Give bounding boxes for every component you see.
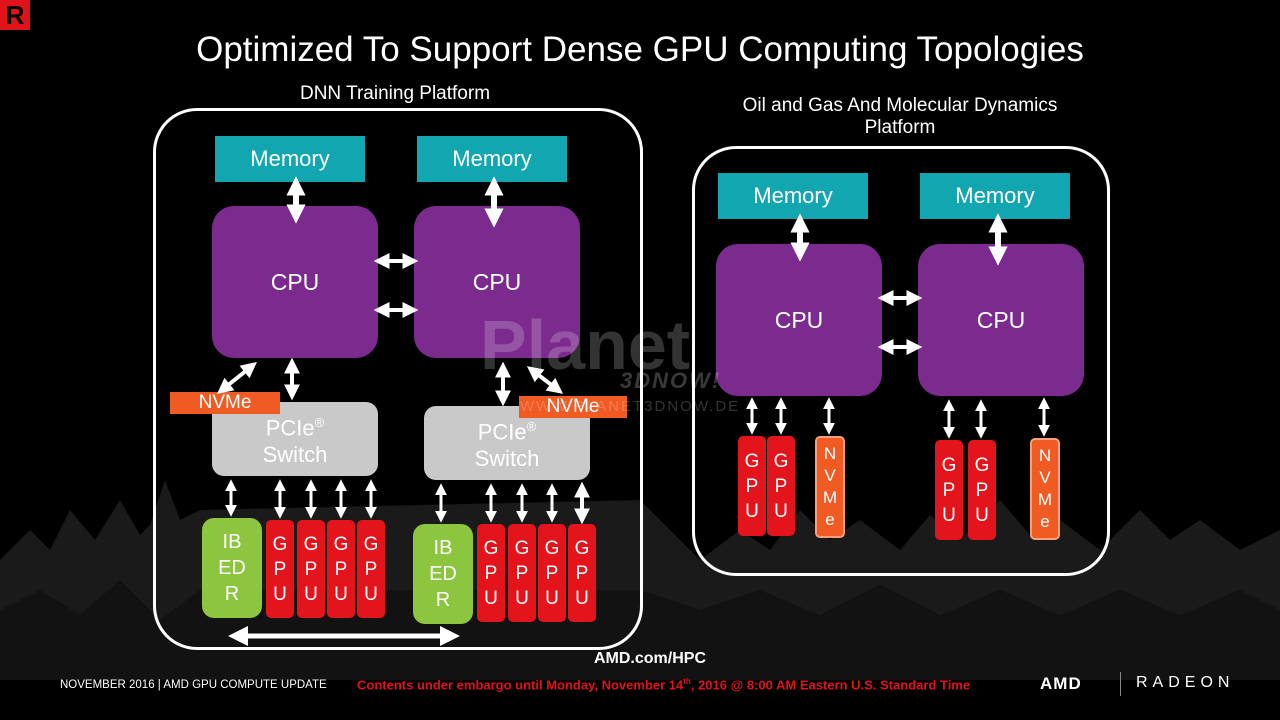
footer-url[interactable]: AMD.com/HPC xyxy=(593,650,706,667)
cpu-block: CPU xyxy=(918,244,1084,396)
slide-title: Optimized To Support Dense GPU Computing… xyxy=(196,30,1084,69)
cpu-block: CPU xyxy=(212,206,378,358)
cpu-block: CPU xyxy=(716,244,882,396)
pcie-switch: PCIe® Switch xyxy=(212,402,378,476)
amd-logo: AMD xyxy=(1040,674,1082,693)
memory-block: Memory xyxy=(718,173,868,219)
watermark-url: WWW.PLANET3DNOW.DE xyxy=(520,398,741,415)
memory-block: Memory xyxy=(920,173,1070,219)
watermark-sub: 3DNOW! xyxy=(620,368,722,393)
logo-r: R xyxy=(0,0,30,30)
memory-block: Memory xyxy=(215,136,365,182)
right-platform-title: Oil and Gas And Molecular Dynamics Platf… xyxy=(742,95,1058,138)
nvme-tag: NVMe xyxy=(519,396,627,418)
logo-divider xyxy=(1120,672,1121,696)
right-platform-frame xyxy=(692,146,1110,576)
memory-block: Memory xyxy=(417,136,567,182)
watermark-logo: Planet xyxy=(480,306,691,384)
footer-date: NOVEMBER 2016 | AMD GPU COMPUTE UPDATE xyxy=(60,679,327,691)
radeon-logo: RADEON xyxy=(1136,674,1235,691)
left-platform-title: DNN Training Platform xyxy=(299,83,491,104)
pcie-switch: PCIe® Switch xyxy=(424,406,590,480)
embargo-notice: Contents under embargo until Monday, Nov… xyxy=(357,677,971,693)
left-platform-frame xyxy=(153,108,643,650)
cpu-block: CPU xyxy=(414,206,580,358)
nvme-tag: NVMe xyxy=(170,392,280,414)
